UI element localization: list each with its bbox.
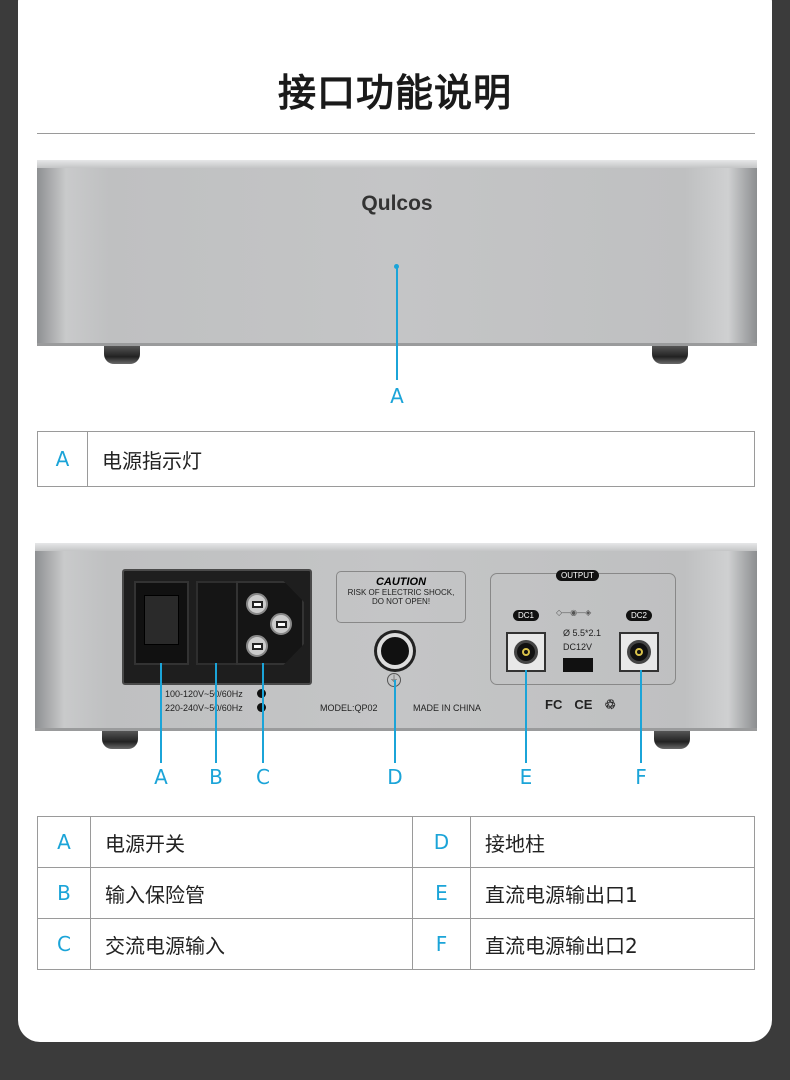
dc-voltage-box [563, 658, 593, 672]
desc-cell: 电源开关 [90, 816, 413, 868]
fcc-mark: FC [545, 697, 563, 712]
output-panel: OUTPUT DC1 DC2 ◇—◉—◈ Ø 5.5*2.1 DC12V [490, 570, 676, 685]
brand-logo: Qulcos [361, 192, 433, 215]
dc1-label: DC1 [513, 610, 540, 621]
dc2-label: DC2 [626, 610, 653, 621]
table-row: B 输入保险管 E 直流电源输出口1 [37, 867, 755, 919]
caution-title: CAUTION [375, 576, 427, 588]
voltage-dot-2 [257, 703, 266, 712]
pointer-line [396, 267, 398, 380]
pointer-label-d: D [387, 765, 403, 789]
recycle-icon: ♲ [604, 697, 617, 712]
device-back: 100-120V~50/60Hz 220-240V~50/60Hz CAUTIO… [35, 543, 757, 731]
dc-voltage: DC12V [563, 642, 593, 652]
model-text: MODEL:QP02 [320, 703, 378, 713]
pointer-line-f [640, 670, 642, 763]
made-in-text: MADE IN CHINA [413, 703, 482, 713]
foot [104, 346, 140, 364]
pointer-line-c [262, 663, 264, 763]
key-cell: E [412, 867, 471, 919]
plug-size: Ø 5.5*2.1 [563, 628, 602, 638]
pointer-line-d [394, 680, 396, 763]
page-title: 接口功能说明 [277, 71, 512, 115]
key-cell: F [412, 918, 471, 970]
power-panel [122, 569, 312, 685]
dc1-jack [506, 632, 546, 672]
key-cell: B [37, 867, 91, 919]
voltage-option-2: 220-240V~50/60Hz [165, 703, 243, 713]
output-label: OUTPUT [556, 570, 599, 581]
pointer-line-e [525, 670, 527, 763]
pointer-label: A [390, 384, 404, 408]
desc-cell: 直流电源输出口2 [470, 918, 755, 970]
ground-post [377, 633, 413, 669]
voltage-option-1: 100-120V~50/60Hz [165, 689, 243, 699]
dc2-jack [619, 632, 659, 672]
pointer-label-a: A [154, 765, 168, 789]
key-cell: D [412, 816, 471, 868]
foot [654, 731, 690, 749]
foot [652, 346, 688, 364]
cert-marks: FC CE ♲ [545, 697, 616, 713]
pointer-label-c: C [256, 765, 270, 789]
back-table: A 电源开关 D 接地柱 B 输入保险管 E 直流电源输出口1 C 交流电源输入… [37, 816, 755, 970]
desc-cell: 接地柱 [470, 816, 755, 868]
ce-mark: CE [574, 697, 593, 712]
desc-cell: 电源指示灯 [87, 431, 755, 487]
fuse-holder [196, 581, 238, 665]
caution-text: RISK OF ELECTRIC SHOCK, [347, 588, 455, 597]
ac-inlet [236, 581, 304, 665]
pointer-label-b: B [209, 765, 223, 789]
foot [102, 731, 138, 749]
table-row: A 电源开关 D 接地柱 [37, 816, 755, 868]
front-table: A 电源指示灯 [37, 431, 755, 487]
table-row: A 电源指示灯 [37, 431, 755, 487]
pointer-label-f: F [635, 765, 647, 789]
desc-cell: 直流电源输出口1 [470, 867, 755, 919]
voltage-dot-1 [257, 689, 266, 698]
desc-cell: 交流电源输入 [90, 918, 413, 970]
power-switch [134, 581, 189, 665]
divider [37, 133, 755, 134]
power-indicator [394, 264, 399, 269]
key-cell: A [37, 431, 88, 487]
desc-cell: 输入保险管 [90, 867, 413, 919]
pointer-label-e: E [519, 765, 533, 789]
key-cell: C [37, 918, 91, 970]
pointer-line-b [215, 663, 217, 763]
pointer-line-a [160, 663, 162, 763]
caution-label: CAUTION RISK OF ELECTRIC SHOCK, DO NOT O… [336, 571, 466, 623]
table-row: C 交流电源输入 F 直流电源输出口2 [37, 918, 755, 970]
caution-text: DO NOT OPEN! [371, 597, 431, 606]
polarity-icon: ◇—◉—◈ [556, 608, 592, 617]
key-cell: A [37, 816, 91, 868]
